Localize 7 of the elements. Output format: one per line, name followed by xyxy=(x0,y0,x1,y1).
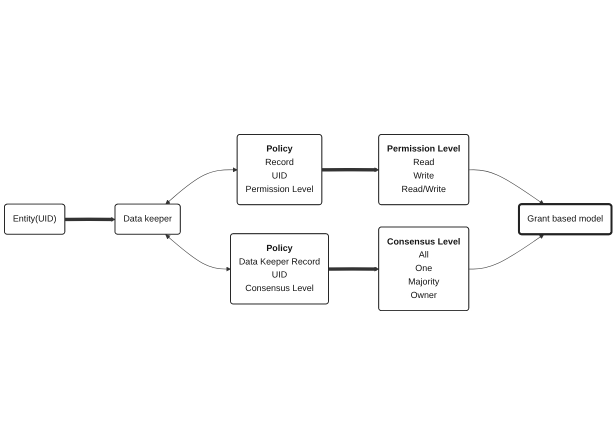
arrow xyxy=(165,168,238,205)
arrow xyxy=(65,217,116,222)
arrow xyxy=(468,234,544,270)
arrow xyxy=(322,168,380,173)
arrow xyxy=(165,234,231,272)
arrow xyxy=(328,267,380,272)
arrow xyxy=(468,170,544,206)
